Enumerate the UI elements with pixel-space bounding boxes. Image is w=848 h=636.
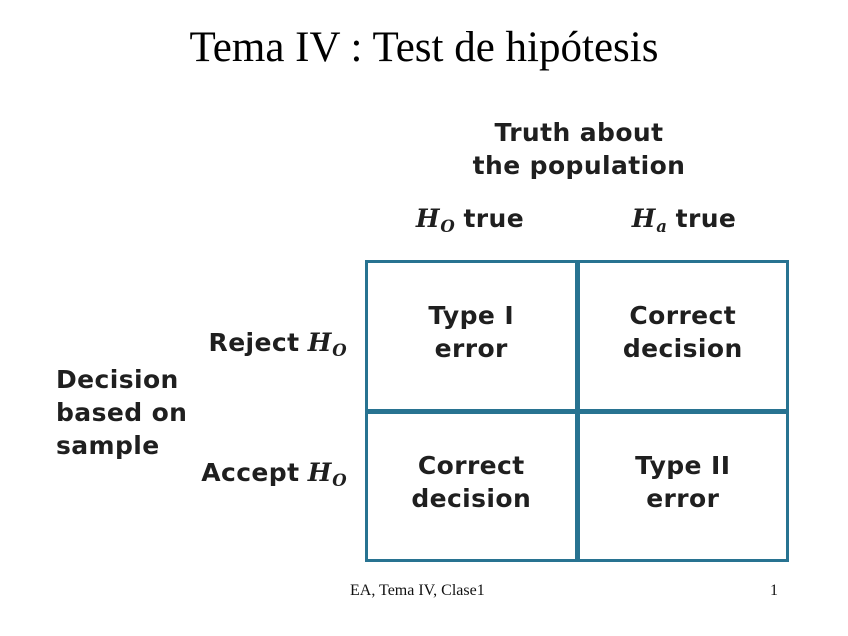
accept-label: Accept	[201, 458, 300, 487]
h0-symbol: H	[415, 204, 440, 233]
reject-label: Reject	[208, 328, 300, 357]
ha-symbol: H	[631, 204, 656, 233]
accept-h-symbol: H	[307, 458, 332, 487]
h0-true-label: true	[463, 204, 525, 233]
decision-matrix-table: Type I error Correct decision Correct de…	[365, 260, 789, 562]
ha-true-label: true	[675, 204, 737, 233]
column-axis-title: Truth about the population	[472, 118, 686, 180]
page-number: 1	[770, 582, 778, 599]
reject-h-subscript: O	[332, 340, 347, 360]
cell-type-i-error: Type I error	[368, 263, 575, 409]
cell-correct-decision-bottom-left: Correct decision	[368, 413, 575, 559]
h0-subscript: O	[440, 216, 456, 236]
accept-h-subscript: O	[332, 470, 347, 490]
reject-h-symbol: H	[307, 328, 332, 357]
row-axis-title: Decision based on sample	[56, 365, 188, 460]
cell-type-ii-error: Type II error	[579, 413, 786, 559]
footer-text: EA, Tema IV, Clase1	[350, 582, 485, 599]
ha-subscript: a	[656, 216, 668, 236]
slide-title: Tema IV : Test de hipótesis	[189, 24, 659, 71]
cell-correct-decision-top-right: Correct decision	[579, 263, 786, 409]
